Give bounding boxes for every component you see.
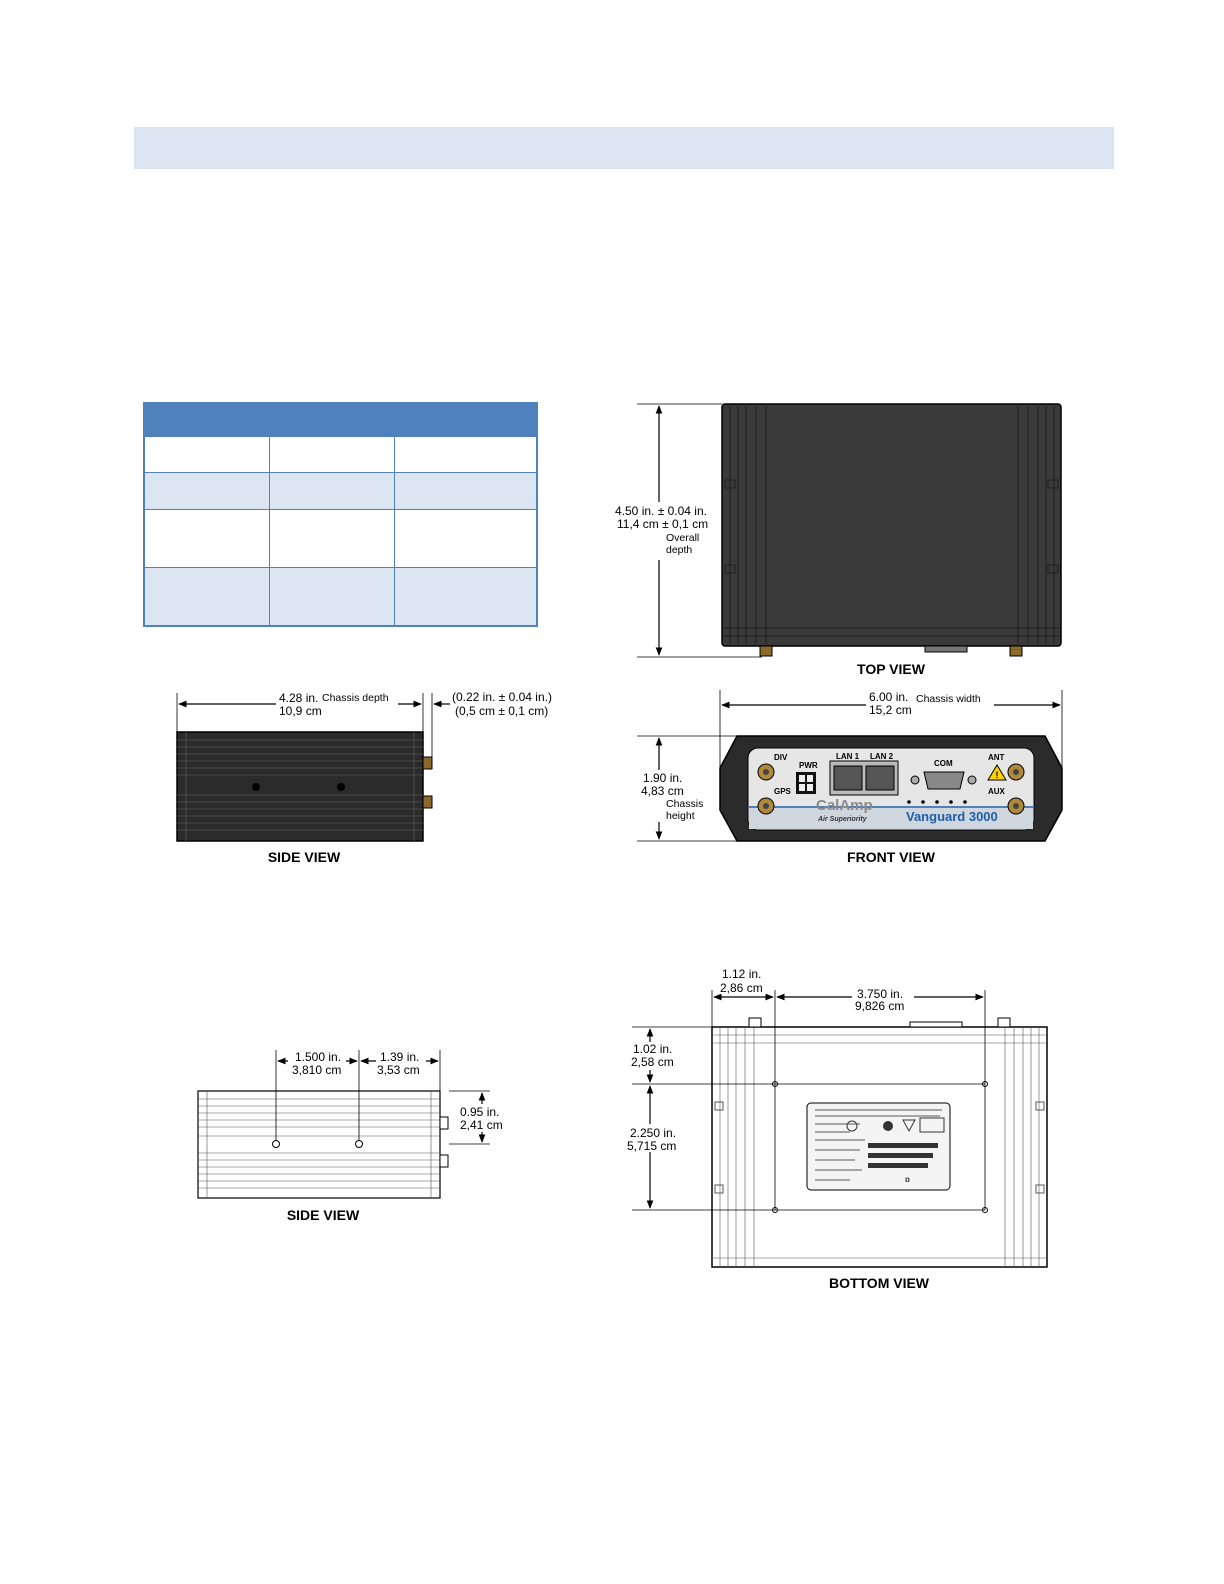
status-leds	[907, 800, 967, 804]
port-label-ant: ANT	[988, 753, 1005, 762]
table-cell	[268, 509, 395, 568]
front-width-in: 6.00 in.	[869, 690, 908, 704]
bottom-offset-y-cm: 2,58 cm	[631, 1055, 674, 1069]
side2-hole1-cm: 3,810 cm	[292, 1063, 341, 1077]
table-row	[143, 509, 538, 568]
table-cell	[268, 472, 395, 510]
table-cell	[143, 472, 270, 510]
top-view-title: TOP VIEW	[857, 661, 926, 677]
top-depth-note-2: depth	[666, 544, 692, 556]
table-cell	[268, 567, 395, 627]
side-view-1-chassis	[176, 731, 424, 842]
front-view-title: FRONT VIEW	[847, 849, 936, 865]
port-label-gps: GPS	[774, 787, 792, 796]
table-cell	[143, 567, 270, 627]
front-height-cm: 4,83 cm	[641, 784, 684, 798]
side-view-1-title: SIDE VIEW	[268, 849, 341, 865]
side2-height-cm: 2,41 cm	[460, 1118, 503, 1132]
table-cell	[143, 509, 270, 568]
svg-text:!: !	[996, 770, 999, 780]
top-depth-cm: 11,4 cm ± 0,1 cm	[617, 517, 708, 531]
bottom-span-y-cm: 5,715 cm	[627, 1139, 676, 1153]
top-view-chassis	[721, 403, 1062, 647]
port-label-div: DIV	[774, 753, 788, 762]
model-name: Vanguard 3000	[906, 809, 998, 824]
section-header-band	[134, 127, 1114, 169]
table-row	[143, 567, 538, 627]
side-view-2: 1.500 in. 3,810 cm 1.39 in. 3,53 cm 0.95…	[197, 1050, 508, 1223]
spec-table-header	[144, 403, 538, 437]
side1-depth-in: 4.28 in.	[279, 691, 318, 705]
table-row	[143, 472, 538, 510]
bottom-span-x-cm: 9,826 cm	[855, 999, 904, 1013]
bottom-offset-y-in: 1.02 in.	[633, 1042, 672, 1056]
bottom-span-y-in: 2.250 in.	[630, 1126, 676, 1140]
top-depth-note-1: Overall	[666, 532, 699, 544]
side2-hole2-in: 1.39 in.	[380, 1050, 419, 1064]
port-label-com: COM	[934, 759, 953, 768]
table-cell	[393, 509, 538, 568]
port-label-lan2: LAN 2	[870, 752, 894, 761]
side-view-2-chassis	[197, 1090, 441, 1199]
table-cell	[268, 436, 395, 473]
front-height-note-1: Chassis	[666, 798, 703, 810]
bottom-view-title: BOTTOM VIEW	[829, 1275, 930, 1291]
front-view: DIV GPS ANT AUX PWR LAN 1 LAN 2 COM ! Ca…	[637, 690, 1063, 865]
side1-depth-cm: 10,9 cm	[279, 704, 322, 718]
side-view-2-title: SIDE VIEW	[287, 1207, 360, 1223]
svg-text:ɒ: ɒ	[905, 1175, 910, 1184]
bottom-offset-x-in: 1.12 in.	[722, 967, 761, 981]
side2-hole2-cm: 3,53 cm	[377, 1063, 420, 1077]
front-height-in: 1.90 in.	[643, 771, 682, 785]
front-width-cm: 15,2 cm	[869, 703, 912, 717]
side1-depth-note: Chassis depth	[322, 692, 389, 704]
side2-height-in: 0.95 in.	[460, 1105, 499, 1119]
brand-logo: CalAmp	[816, 797, 873, 814]
bottom-offset-x-cm: 2,86 cm	[720, 981, 763, 995]
top-view: 4.50 in. ± 0.04 in. 11,4 cm ± 0,1 cm Ove…	[612, 403, 1062, 677]
side2-hole1-in: 1.500 in.	[295, 1050, 341, 1064]
front-height-note-2: height	[666, 810, 695, 822]
top-depth-in: 4.50 in. ± 0.04 in.	[615, 504, 707, 518]
bottom-span-x-in: 3.750 in.	[857, 987, 903, 1001]
spec-table	[143, 402, 539, 627]
port-label-pwr: PWR	[799, 761, 818, 770]
brand-tagline: Air Superiority	[817, 816, 868, 823]
table-cell	[393, 436, 538, 473]
port-label-lan1: LAN 1	[836, 752, 860, 761]
table-cell	[393, 567, 538, 627]
table-cell	[393, 472, 538, 510]
warning-icon	[987, 764, 1007, 781]
side1-connector-in: (0.22 in. ± 0.04 in.)	[452, 690, 552, 704]
bottom-view: ɒ 1.12 in. 2,86 cm 3.750 in. 9,826 cm 1.…	[624, 966, 1048, 1291]
side-view-1: 4.28 in. Chassis depth 10,9 cm (0.22 in.…	[176, 690, 552, 865]
side1-connector-cm: (0,5 cm ± 0,1 cm)	[455, 704, 548, 718]
front-width-note: Chassis width	[916, 693, 981, 705]
port-label-aux: AUX	[988, 787, 1006, 796]
